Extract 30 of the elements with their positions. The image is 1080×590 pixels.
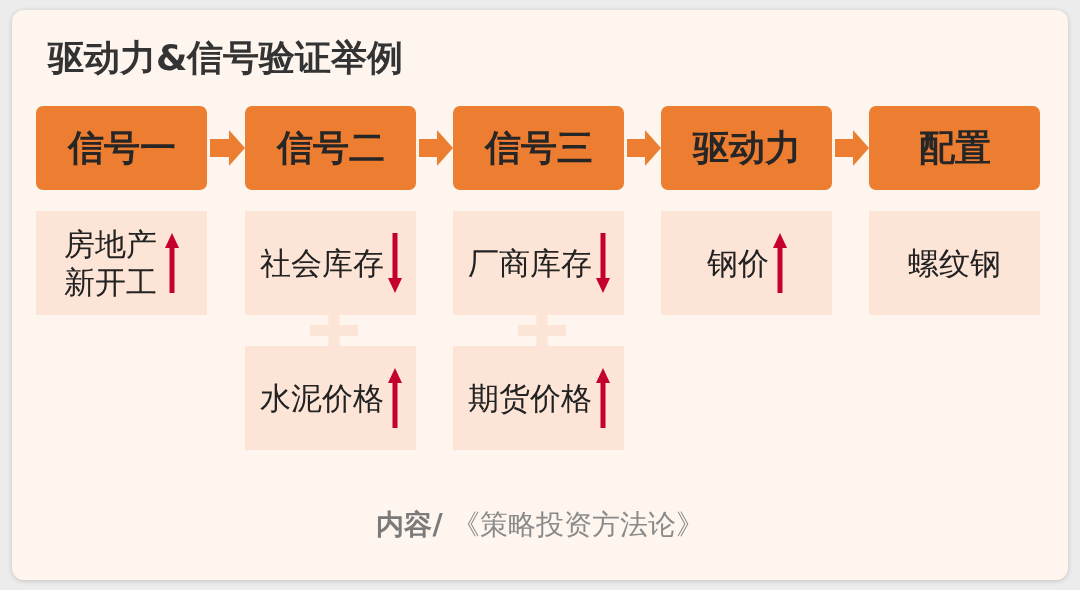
- indicator-box: [453, 346, 624, 450]
- indicator-box: [245, 346, 416, 450]
- step-box: [36, 106, 207, 190]
- arrow: [832, 130, 869, 166]
- indicator-label: 房地产新开工: [64, 225, 159, 301]
- arrow: [416, 130, 453, 166]
- step-box: [453, 106, 624, 190]
- step-box: [661, 106, 832, 190]
- step-label: 信号一: [67, 126, 176, 170]
- indicator-label: 厂商库存: [467, 244, 592, 282]
- arrow: [624, 130, 661, 166]
- arrow: [207, 130, 245, 166]
- indicator-box: [661, 211, 832, 315]
- indicator-label: 社会库存: [259, 244, 384, 282]
- indicator-box: [245, 211, 416, 315]
- indicator-label: 水泥价格: [259, 379, 384, 417]
- step-box: [869, 106, 1040, 190]
- diagram-title: 驱动力&信号验证举例: [48, 36, 404, 80]
- source-note: 内容/ 《策略投资方法论》: [376, 508, 704, 541]
- indicator-label: 钢价: [706, 244, 769, 282]
- indicator-box: [36, 211, 207, 315]
- step-label: 配置: [918, 126, 991, 170]
- indicator-label: 螺纹钢: [908, 244, 1001, 282]
- indicator-box: [453, 211, 624, 315]
- indicator-label: 期货价格: [467, 379, 592, 417]
- step-box: [245, 106, 416, 190]
- indicator-box: [869, 211, 1040, 315]
- step-label: 驱动力: [692, 126, 801, 170]
- step-label: 信号三: [484, 126, 593, 170]
- step-label: 信号二: [276, 126, 385, 170]
